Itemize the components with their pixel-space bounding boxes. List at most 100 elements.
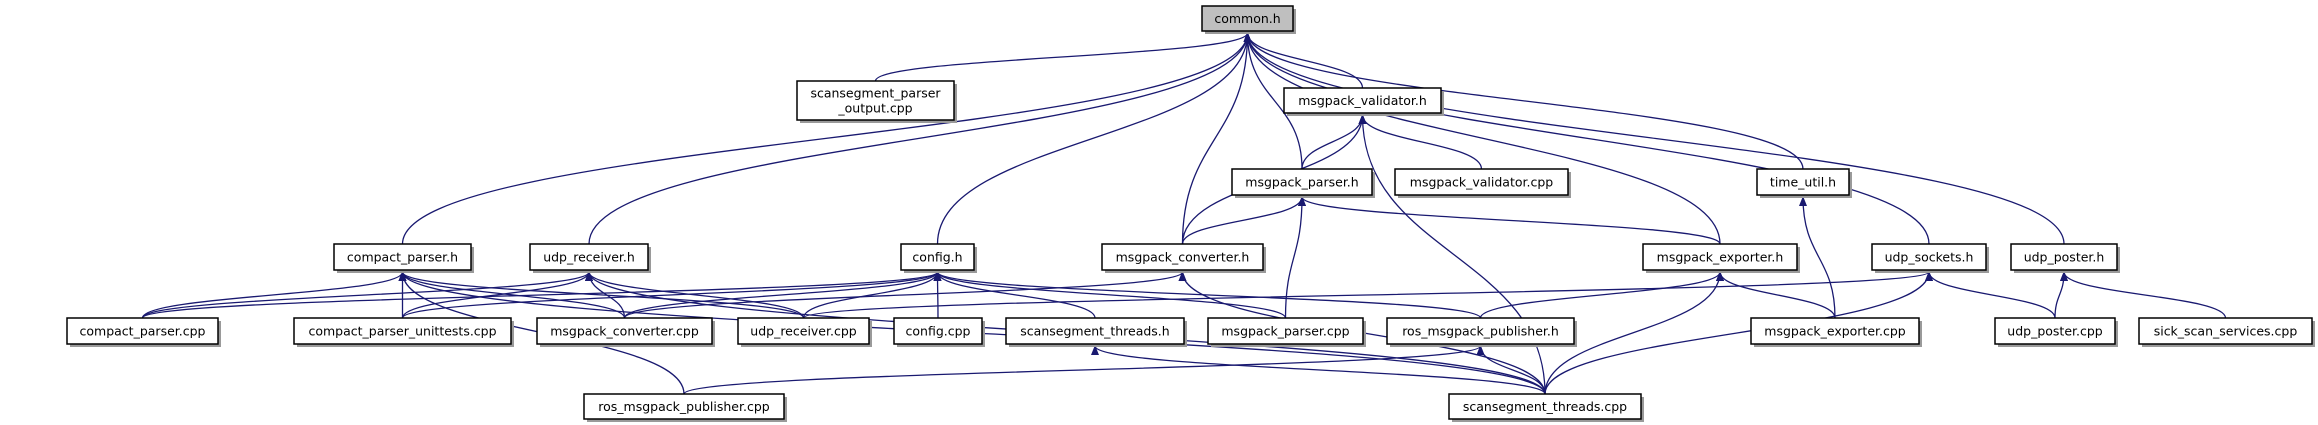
node-msgpack-converter-h[interactable]: msgpack_converter.h	[1101, 243, 1266, 273]
node-msgpack-converter-cpp[interactable]: msgpack_converter.cpp	[536, 317, 715, 347]
node-msgpack-parser-h[interactable]: msgpack_parser.h	[1231, 168, 1375, 198]
edge-udp_receiver_h-to-common_h	[588, 32, 1252, 245]
node-label: msgpack_validator.h	[1298, 93, 1427, 108]
node-msgpack-exporter-h[interactable]: msgpack_exporter.h	[1642, 243, 1800, 273]
node-udp-receiver-h[interactable]: udp_receiver.h	[529, 243, 651, 273]
edge-udp_poster_cpp-to-udp_sockets_h	[1925, 271, 2056, 319]
node-udp-sockets-h[interactable]: udp_sockets.h	[1871, 243, 1989, 273]
edge-msgpack_converter_h-to-common_h	[1181, 32, 1252, 245]
node-label: msgpack_validator.cpp	[1410, 175, 1553, 190]
node-box	[900, 243, 975, 271]
node-label: scansegment_parser	[810, 86, 941, 101]
node-scansegment-parser-output-cpp[interactable]: scansegment_parser_output.cpp	[796, 80, 957, 123]
edge-udp_poster_cpp-to-udp_poster_h	[2054, 271, 2068, 319]
node-box	[536, 317, 713, 345]
node-label: common.h	[1214, 11, 1280, 26]
edge-udp_sockets_h-to-common_h	[1243, 32, 1930, 245]
edge-udp_poster_h-to-common_h	[1243, 32, 2065, 245]
node-time-util-h[interactable]: time_util.h	[1756, 168, 1852, 198]
edge-scansegment_threads_cpp-to-msgpack_exporter_h	[1544, 271, 1724, 395]
node-udp-poster-h[interactable]: udp_poster.h	[2010, 243, 2120, 273]
edge-config_h-to-common_h	[936, 32, 1252, 245]
node-label: compact_parser.cpp	[80, 324, 206, 339]
edge-ros_msgpack_publisher_h-to-msgpack_exporter_h	[1479, 271, 1724, 319]
node-msgpack-exporter-cpp[interactable]: msgpack_exporter.cpp	[1750, 317, 1922, 347]
edge-msgpack_exporter_cpp-to-time_util_h	[1799, 196, 1836, 319]
edge-udp_receiver_cpp-to-compact_parser_h	[398, 271, 805, 319]
edge-time_util_h-to-common_h	[1243, 32, 1804, 170]
edge-compact_parser_cpp-to-compact_parser_h	[141, 271, 407, 319]
node-msgpack-validator-h[interactable]: msgpack_validator.h	[1283, 87, 1444, 116]
node-label: sick_scan_services.cpp	[2154, 324, 2298, 339]
node-msgpack-parser-cpp[interactable]: msgpack_parser.cpp	[1207, 317, 1366, 347]
node-box	[66, 317, 219, 345]
edge-compact_parser_unittests_cpp-to-config_h	[401, 271, 942, 319]
node-config-cpp[interactable]: config.cpp	[893, 317, 985, 347]
node-box	[1231, 168, 1373, 196]
node-box	[1642, 243, 1798, 271]
node-box	[1386, 317, 1575, 345]
node-box	[2138, 317, 2313, 345]
node-label: msgpack_exporter.cpp	[1764, 324, 1906, 339]
edge-msgpack_converter_cpp-to-msgpack_converter_h	[623, 271, 1187, 319]
node-label: scansegment_threads.cpp	[1463, 399, 1627, 414]
edge-sick_scan_services_cpp-to-udp_poster_h	[2060, 271, 2227, 319]
node-box	[1201, 5, 1294, 32]
node-compact-parser-unittests-cpp[interactable]: compact_parser_unittests.cpp	[293, 317, 514, 347]
node-box	[893, 317, 983, 345]
node-udp-receiver-cpp[interactable]: udp_receiver.cpp	[737, 317, 872, 347]
node-box	[1994, 317, 2116, 345]
edge-msgpack_parser_h-to-msgpack_validator_h	[1301, 114, 1367, 170]
edge-msgpack_converter_cpp-to-compact_parser_h	[398, 271, 626, 319]
node-box	[1394, 168, 1569, 196]
edge-msgpack_parser_cpp-to-msgpack_parser_h	[1284, 196, 1306, 319]
node-config-h[interactable]: config.h	[900, 243, 977, 273]
node-box	[1005, 317, 1185, 345]
node-ros-msgpack-publisher-cpp[interactable]: ros_msgpack_publisher.cpp	[583, 393, 787, 422]
node-label: msgpack_converter.h	[1116, 250, 1250, 265]
node-label: msgpack_exporter.h	[1657, 250, 1784, 265]
edge-msgpack_exporter_h-to-common_h	[1243, 32, 1721, 245]
node-label: _output.cpp	[837, 101, 912, 116]
node-label: udp_receiver.cpp	[750, 324, 856, 339]
edge-scansegment_threads_cpp-to-ros_msgpack_publisher_h	[1476, 345, 1546, 395]
node-box	[1756, 168, 1850, 196]
edge-msgpack_parser_h-to-common_h	[1243, 32, 1303, 170]
edge-udp_receiver_cpp-to-udp_receiver_h	[585, 271, 805, 319]
node-compact-parser-cpp[interactable]: compact_parser.cpp	[66, 317, 221, 347]
edge-udp_receiver_cpp-to-config_h	[802, 271, 942, 319]
edge-msgpack_converter_cpp-to-config_h	[623, 271, 942, 319]
node-common-h[interactable]: common.h	[1201, 5, 1296, 34]
node-msgpack-validator-cpp[interactable]: msgpack_validator.cpp	[1394, 168, 1571, 198]
node-label: compact_parser_unittests.cpp	[308, 324, 496, 339]
node-label: msgpack_parser.h	[1245, 175, 1358, 190]
edge-msgpack_parser_cpp-to-config_h	[933, 271, 1287, 319]
edge-msgpack_validator_h-to-common_h	[1243, 32, 1364, 89]
edge-ros_msgpack_publisher_cpp-to-ros_msgpack_publisher_h	[683, 345, 1485, 395]
edge-scansegment_threads_cpp-to-scansegment_threads_h	[1091, 345, 1546, 395]
node-scansegment-threads-cpp[interactable]: scansegment_threads.cpp	[1448, 393, 1644, 422]
node-box	[1283, 87, 1442, 114]
node-label: udp_poster.h	[2024, 250, 2105, 265]
node-ros-msgpack-publisher-h[interactable]: ros_msgpack_publisher.h	[1386, 317, 1577, 347]
edge-ros_msgpack_publisher_h-to-config_h	[933, 271, 1482, 319]
node-box	[1101, 243, 1264, 271]
edge-config_cpp-to-config_h	[933, 271, 942, 319]
node-box	[1207, 317, 1364, 345]
node-box	[1448, 393, 1642, 420]
edge-compact_parser_h-to-common_h	[401, 32, 1252, 245]
node-label: config.cpp	[906, 324, 971, 339]
node-udp-poster-cpp[interactable]: udp_poster.cpp	[1994, 317, 2118, 347]
edge-compact_parser_cpp-to-config_h	[141, 271, 942, 319]
node-label: udp_receiver.h	[543, 250, 635, 265]
edge-scansegment_threads_h-to-config_h	[933, 271, 1096, 319]
node-sick-scan-services-cpp[interactable]: sick_scan_services.cpp	[2138, 317, 2315, 347]
node-scansegment-threads-h[interactable]: scansegment_threads.h	[1005, 317, 1187, 347]
node-box	[293, 317, 512, 345]
node-compact-parser-h[interactable]: compact_parser.h	[333, 243, 474, 273]
edge-msgpack_validator_cpp-to-msgpack_validator_h	[1358, 114, 1483, 170]
node-box	[1750, 317, 1920, 345]
edge-msgpack_exporter_cpp-to-msgpack_exporter_h	[1716, 271, 1836, 319]
